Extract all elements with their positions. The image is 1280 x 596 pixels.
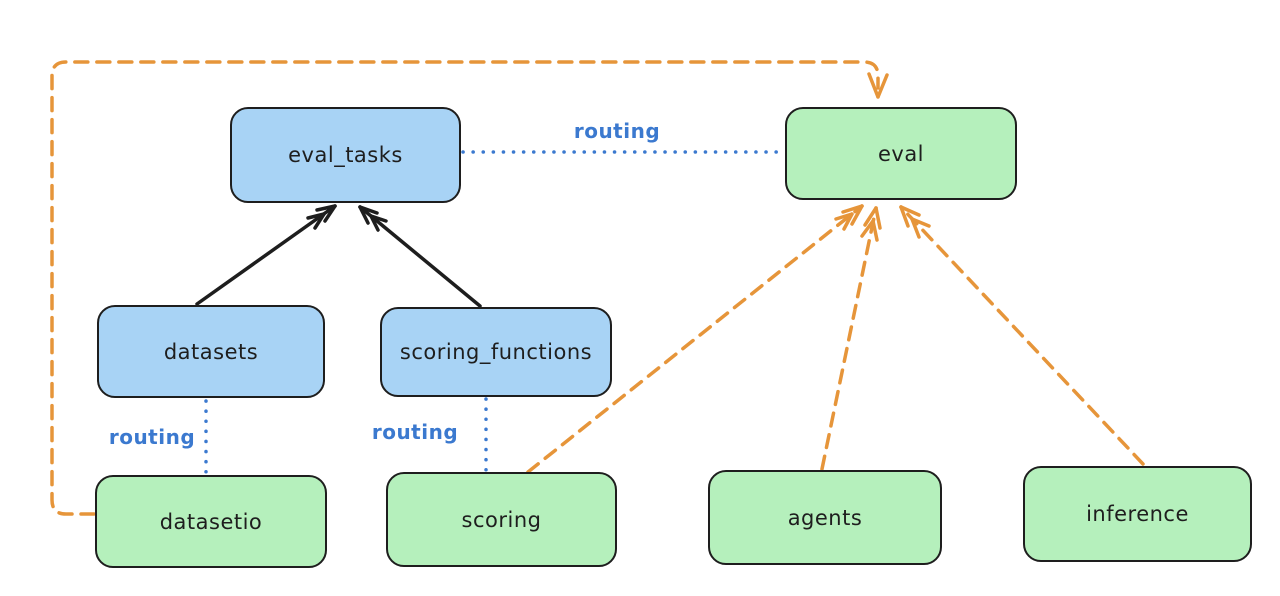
edge-datasets-evaltasks-arrow [195,204,337,306]
node-agents: agents [708,470,942,565]
routing-label-datasets: routing [108,425,196,449]
edge-inference-eval-dashed [899,205,1145,466]
routing-label-scoring: routing [371,420,459,444]
edge-scoringfunctions-evaltasks-arrow [358,205,482,308]
node-datasetio-label: datasetio [159,509,263,534]
node-scoring-functions: scoring_functions [380,307,612,397]
node-datasetio: datasetio [95,475,327,568]
edge-scoring-eval-dashed [526,204,864,474]
node-inference-label: inference [1086,502,1189,526]
node-eval-label: eval [877,141,925,166]
node-datasets-label: datasets [163,339,259,364]
node-scoring-functions-label: scoring_functions [399,340,593,364]
node-agents-label: agents [787,505,863,530]
node-datasets: datasets [97,305,325,398]
node-inference: inference [1023,466,1252,562]
node-eval-tasks: eval_tasks [230,107,461,203]
node-scoring-label: scoring [461,507,542,532]
edge-agents-eval-dashed [820,206,882,471]
node-eval: eval [785,107,1017,200]
edge-datasetio-eval-dashed [50,60,889,516]
node-eval-tasks-label: eval_tasks [288,143,403,167]
node-scoring: scoring [386,472,617,567]
routing-label-top: routing [573,119,661,143]
